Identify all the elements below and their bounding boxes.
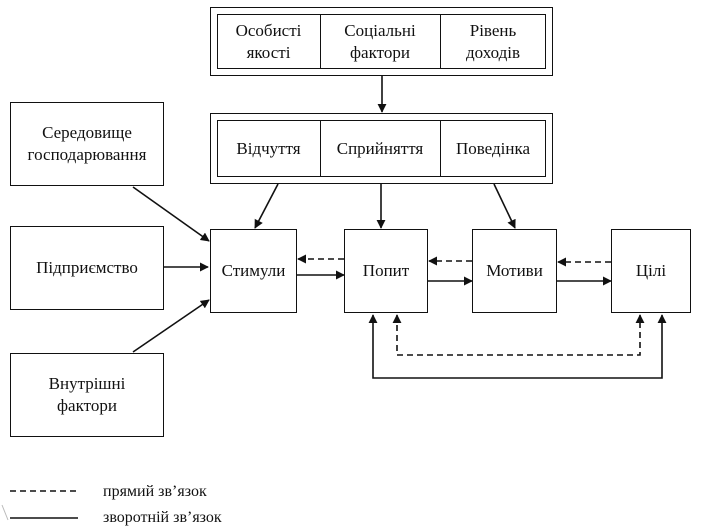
box-business-environment: Середовище господарювання [10,102,164,186]
dashed-loop-demand-goals [392,314,645,356]
top-factors-inner [217,14,546,69]
box-enterprise: Підприємство [10,226,164,310]
solid-loop-demand-goals [368,314,667,379]
arrow-behavior-to-motives [493,183,516,229]
middle-divider-2 [440,120,441,177]
top-divider-1 [320,14,321,69]
middle-divider-1 [320,120,321,177]
legend-solid-label: зворотній зв’язок [103,509,222,526]
cell-personal-qualities: Особисті якості [235,20,302,62]
arrow-environment-to-stimuli [132,186,210,242]
top-divider-2 [440,14,441,69]
arrow-internal-to-stimuli [132,299,210,353]
box-internal-factors: Внутрішні фактори [10,353,164,437]
perception-inner [217,120,546,177]
arrow-sensation-to-stimuli [254,183,279,229]
box-stimuli: Стимули [210,229,297,313]
box-goals: Цілі [611,229,691,313]
box-motives: Мотиви [472,229,557,313]
cell-income-level: Рівень доходів [466,20,520,62]
cell-perception: Сприйняття [336,138,424,158]
legend-dashed-label: прямий зв’язок [103,483,207,500]
cell-social-factors: Соціальні фактори [344,20,416,62]
scan-edge-mark [1,504,9,521]
perception-group [210,113,553,184]
top-factors-group [210,7,553,76]
cell-sensation: Відчуття [236,138,301,158]
cell-behavior: Поведінка [455,138,531,158]
box-demand: Попит [344,229,428,313]
